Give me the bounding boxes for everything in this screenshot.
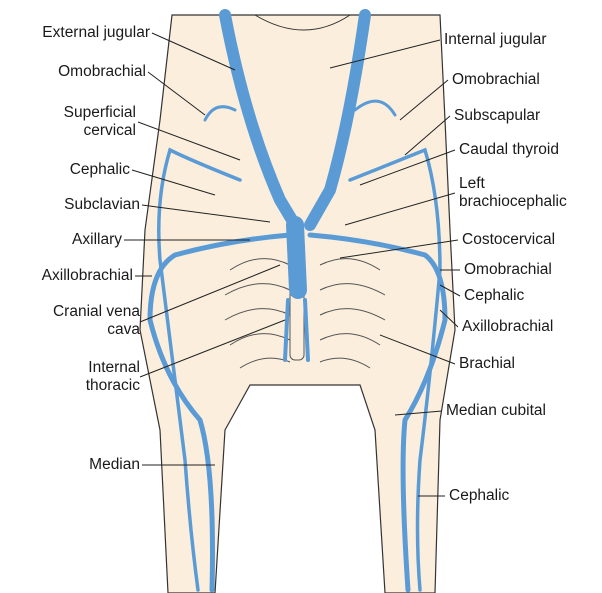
label-cephalic-right-distal: Cephalic <box>449 487 510 504</box>
label-omobrachial-right: Omobrachial <box>452 71 540 88</box>
internal-thoracic-veins <box>283 298 310 362</box>
cephalic-vein-right <box>348 147 442 592</box>
body-silhouette <box>139 14 456 593</box>
external-jugular-vein-left <box>219 9 301 231</box>
label-cephalic-right: Cephalic <box>464 287 525 304</box>
label-axillobrachial-right: Axillobrachial <box>462 318 554 335</box>
line: cervical <box>83 122 136 139</box>
neck-outline <box>254 14 351 31</box>
line: thoracic <box>85 377 140 394</box>
line: cava <box>107 321 140 338</box>
veins <box>147 9 448 593</box>
label-omobrachial-right-2: Omobrachial <box>464 261 552 278</box>
line: Internal <box>88 359 140 376</box>
label-omobrachial-left: Omobrachial <box>58 63 146 80</box>
label-caudal-thyroid: Caudal thyroid <box>459 141 559 158</box>
label-costocervical: Costocervical <box>462 231 556 248</box>
line: brachiocephalic <box>459 193 567 210</box>
omobrachial-vein-right <box>353 99 397 117</box>
axillary-vein-left <box>147 232 293 593</box>
line: Superficial <box>63 104 136 121</box>
label-internal-jugular: Internal jugular <box>444 31 547 48</box>
cranial-vena-cava-vein <box>286 216 307 299</box>
omobrachial-vein-left <box>203 105 237 122</box>
line: Left <box>459 175 485 192</box>
cephalic-vein-left <box>157 147 242 592</box>
label-external-jugular: External jugular <box>42 24 150 41</box>
label-subscapular: Subscapular <box>454 107 541 124</box>
line: Cranial vena <box>52 303 140 320</box>
label-cephalic-left: Cephalic <box>69 161 130 178</box>
external-jugular-vein-right <box>304 9 371 231</box>
label-axillary: Axillary <box>72 231 122 248</box>
axillary-vein-right <box>307 232 448 593</box>
label-median-cubital: Median cubital <box>446 402 546 419</box>
leader-lines <box>124 32 461 497</box>
label-axillobrachial-left: Axillobrachial <box>41 267 133 284</box>
label-brachial: Brachial <box>459 355 515 372</box>
label-subclavian: Subclavian <box>64 196 140 213</box>
label-median: Median <box>89 456 140 473</box>
